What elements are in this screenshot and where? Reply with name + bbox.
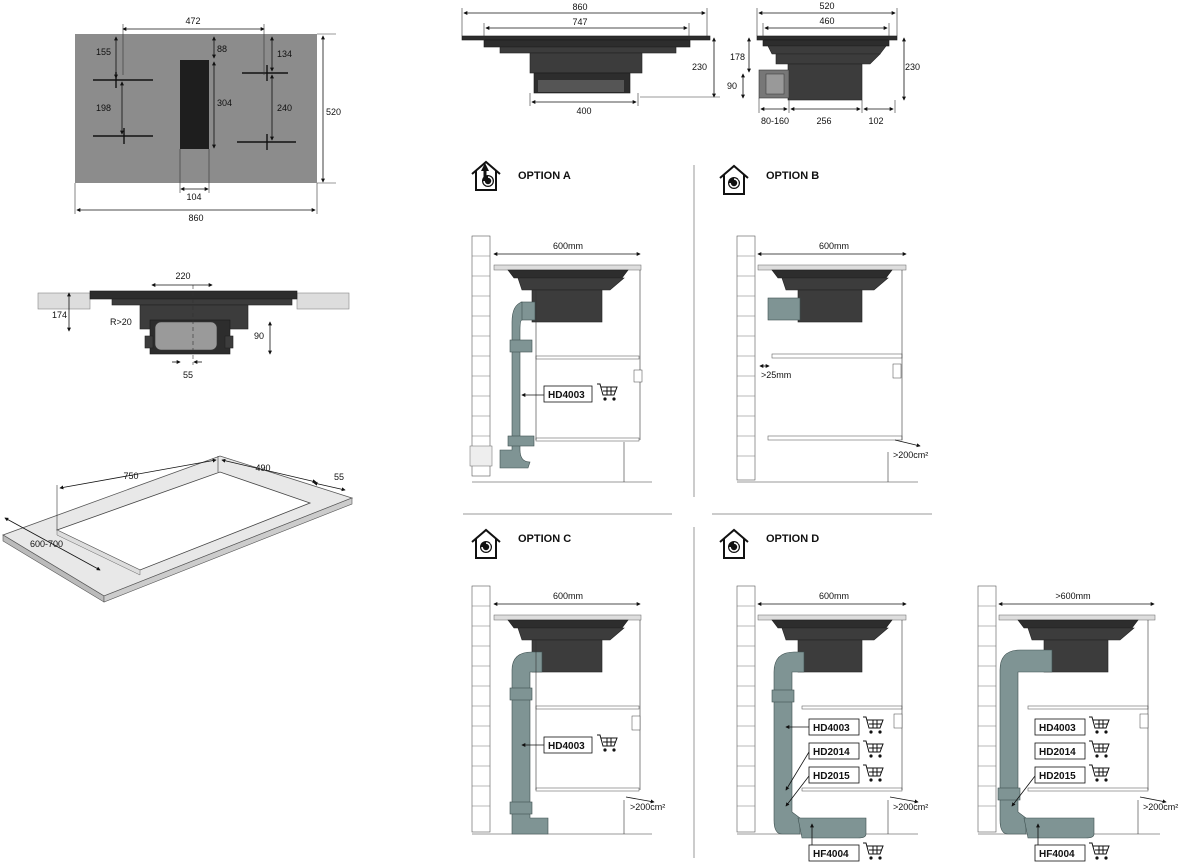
option-b-title: OPTION B <box>766 170 819 182</box>
side-90: 90 <box>727 81 737 91</box>
option-c-title: OPTION C <box>518 533 571 545</box>
front-section: 860 747 230 400 <box>461 2 720 116</box>
option-a: OPTION A 600mm HD4003 <box>469 160 652 483</box>
front-230: 230 <box>692 62 707 72</box>
option-d-wide-area: >200cm² <box>1143 802 1178 812</box>
dim-600-700: 600-700 <box>30 539 63 549</box>
shopping-cart-icon[interactable] <box>1088 740 1110 759</box>
option-c: OPTION C 600mm HD4003 >200cm² <box>471 529 665 835</box>
shopping-cart-icon[interactable] <box>1088 716 1110 735</box>
option-d-wide-code-3: HD2015 <box>1039 771 1076 782</box>
front-400: 400 <box>576 106 591 116</box>
shopping-cart-icon[interactable] <box>862 764 884 783</box>
shopping-cart-icon[interactable] <box>862 842 884 861</box>
shopping-cart-icon[interactable] <box>862 716 884 735</box>
side-230: 230 <box>905 62 920 72</box>
option-d-code-1: HD4003 <box>813 723 850 734</box>
side-178: 178 <box>730 52 745 62</box>
option-a-code-1: HD4003 <box>548 390 585 401</box>
option-b-width: 600mm <box>819 241 849 251</box>
option-d-wide-width: >600mm <box>1055 591 1090 601</box>
house-recirculation-icon <box>719 529 749 559</box>
dim-198: 198 <box>96 103 111 113</box>
shopping-cart-icon[interactable] <box>862 740 884 759</box>
option-d-width: 600mm <box>819 591 849 601</box>
dim-520: 520 <box>326 107 341 117</box>
house-extraction-icon <box>470 160 502 192</box>
side-520: 520 <box>819 1 834 11</box>
dim-155: 155 <box>96 47 111 57</box>
extraction-slot <box>180 60 209 149</box>
dim-55-cut: 55 <box>334 472 344 482</box>
front-860: 860 <box>572 2 587 12</box>
shopping-cart-icon[interactable] <box>596 734 618 753</box>
side-install-view: 220 174 R>20 90 55 <box>37 271 350 380</box>
option-d-wide: >600mm HD4003 HD2014 HD2015 HF4004 >200c… <box>977 585 1178 862</box>
shopping-cart-icon[interactable] <box>1088 842 1110 861</box>
side-102: 102 <box>868 116 883 126</box>
dim-490: 490 <box>255 463 270 473</box>
dim-220: 220 <box>175 271 190 281</box>
option-c-code-1: HD4003 <box>548 741 585 752</box>
option-d-code-3: HD2015 <box>813 771 850 782</box>
dim-240: 240 <box>277 103 292 113</box>
dim-134: 134 <box>277 49 292 59</box>
dim-472: 472 <box>185 16 200 26</box>
top-view: 472 155 198 88 304 134 240 520 104 860 <box>74 16 341 223</box>
dim-90-side: 90 <box>254 331 264 341</box>
option-d-wide-code-2: HD2014 <box>1039 747 1076 758</box>
dim-174: 174 <box>52 310 67 320</box>
house-recirculation-icon <box>719 165 749 195</box>
dim-860-top: 860 <box>188 213 203 223</box>
option-a-width: 600mm <box>553 241 583 251</box>
option-b: OPTION B 600mm >25mm >200cm² <box>719 165 928 483</box>
option-a-title: OPTION A <box>518 170 571 182</box>
option-b-gap: >25mm <box>761 370 791 380</box>
option-d-code-4: HF4004 <box>813 849 849 860</box>
dim-104: 104 <box>186 192 201 202</box>
option-c-width: 600mm <box>553 591 583 601</box>
side-460: 460 <box>819 16 834 26</box>
dim-88: 88 <box>217 44 227 54</box>
option-d-wide-code-4: HF4004 <box>1039 849 1075 860</box>
house-recirculation-icon <box>471 529 501 559</box>
r-20: R>20 <box>110 317 132 327</box>
option-d-area: >200cm² <box>893 802 928 812</box>
dim-750: 750 <box>123 471 138 481</box>
dim-55-side: 55 <box>183 370 193 380</box>
shopping-cart-icon[interactable] <box>1088 764 1110 783</box>
option-d: OPTION D 600mm HD4003 HD2014 HD2015 <box>719 529 928 862</box>
shopping-cart-icon[interactable] <box>596 383 618 402</box>
side-section: 520 460 178 90 230 80-160 256 102 <box>727 1 920 126</box>
side-80-160: 80-160 <box>761 116 789 126</box>
side-256: 256 <box>816 116 831 126</box>
dim-304: 304 <box>217 98 232 108</box>
option-b-area: >200cm² <box>893 450 928 460</box>
cutout-perspective: 750 490 55 600-700 <box>2 455 354 603</box>
option-d-wide-code-1: HD4003 <box>1039 723 1076 734</box>
option-c-area: >200cm² <box>630 802 665 812</box>
front-747: 747 <box>572 17 587 27</box>
option-d-code-2: HD2014 <box>813 747 850 758</box>
option-d-title: OPTION D <box>766 533 819 545</box>
